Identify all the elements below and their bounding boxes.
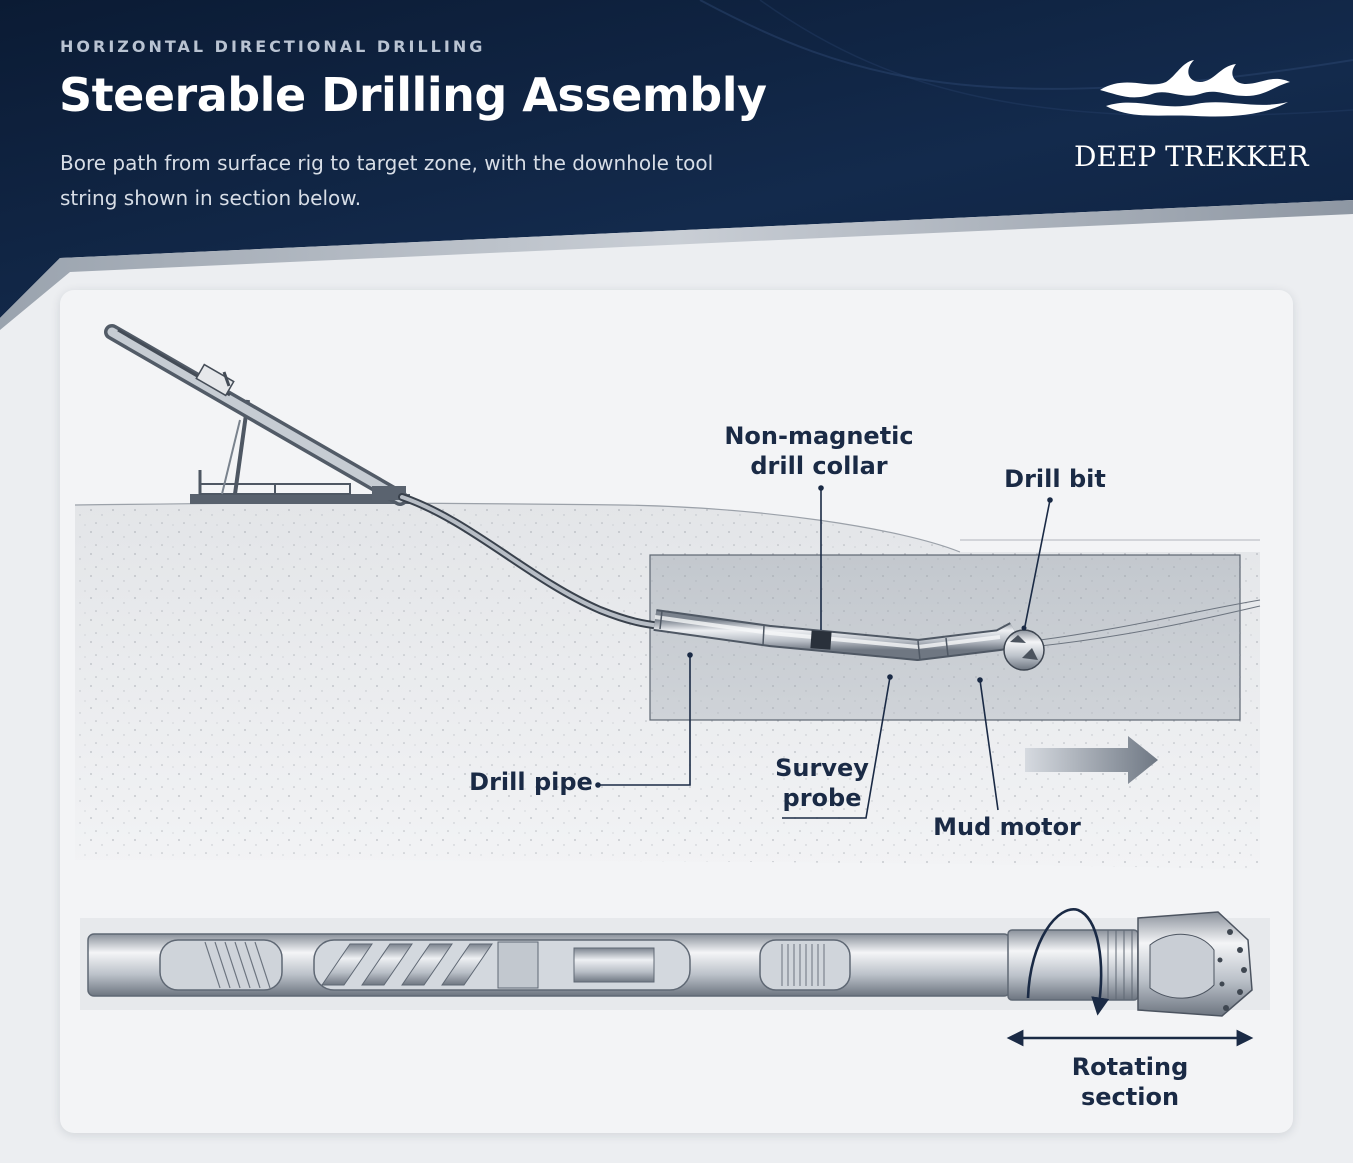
brand-name: DEEP TREKKER: [1074, 140, 1309, 173]
arrow-right-icon: [1025, 736, 1158, 784]
label-survey-line1: Survey: [775, 754, 869, 782]
eyebrow-text: HORIZONTAL DIRECTIONAL DRILLING: [60, 37, 486, 56]
label-collar-line1: Non-magnetic: [724, 422, 914, 450]
label-drill-bit: Drill bit: [1004, 465, 1106, 493]
page-title: Steerable Drilling Assembly: [59, 68, 767, 122]
downhole-tool-string: [653, 609, 1045, 671]
label-rotating-section: Rotating section: [1050, 1052, 1210, 1112]
label-drill-pipe: Drill pipe: [469, 768, 593, 796]
callout-dots: [595, 485, 1053, 788]
label-rotating-line2: section: [1080, 1083, 1180, 1111]
label-rotating-line1: Rotating: [1071, 1053, 1189, 1081]
wave-logo-icon: [1100, 60, 1290, 117]
tool-string-cutaway: [80, 911, 1270, 1017]
bore-path: [398, 493, 664, 630]
callout-lines: [598, 488, 1051, 819]
label-survey-probe: Survey probe: [762, 753, 882, 813]
rotation-arrow-icon: [1026, 908, 1110, 1016]
page-subtitle: Bore path from surface rig to target zon…: [60, 151, 714, 210]
label-survey-line2: probe: [782, 784, 862, 812]
label-collar-line2: drill collar: [750, 452, 888, 480]
label-mud-motor: Mud motor: [933, 813, 1081, 841]
label-non-magnetic-collar: Non-magnetic drill collar: [719, 421, 919, 481]
surface-drill-rig: [104, 324, 410, 506]
